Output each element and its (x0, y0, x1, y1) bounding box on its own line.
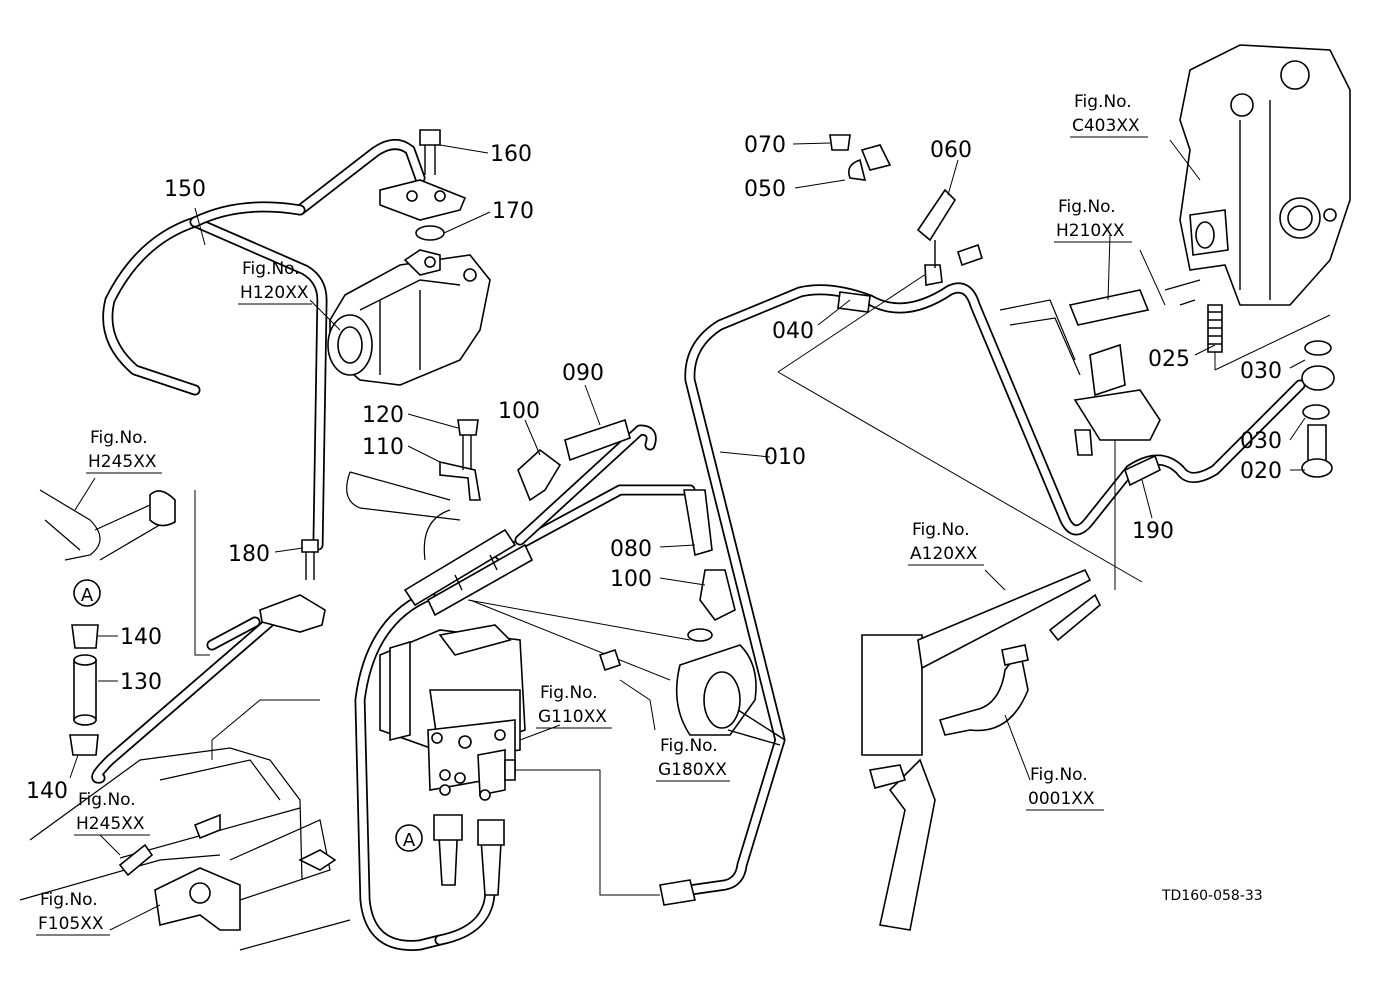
fig-ref-g110: Fig.No. G110XX (536, 683, 612, 729)
part-label-170: 170 (492, 199, 534, 224)
svg-text:H210XX: H210XX (1056, 221, 1125, 241)
fig-ref-f105: Fig.No. F105XX (36, 890, 110, 936)
pipe-150 (102, 139, 426, 551)
fig-ref-h245-lower: Fig.No. H245XX (74, 790, 150, 836)
svg-text:G180XX: G180XX (658, 760, 727, 780)
part-label-020: 020 (1240, 459, 1282, 484)
fig-ref-c403: Fig.No. C403XX (1070, 92, 1148, 138)
part-label-030-upper: 030 (1240, 359, 1282, 384)
part-label-130: 130 (120, 670, 162, 695)
pipe-190 (864, 282, 1306, 536)
quick-couplers (433, 814, 505, 896)
valve-body-c403 (1179, 44, 1351, 306)
part-label-110: 110 (362, 435, 404, 460)
svg-text:Fig.No.: Fig.No. (90, 428, 148, 448)
callout-a-upper: A (73, 579, 101, 607)
hydraulic-pump (327, 249, 491, 386)
part-label-100-upper: 100 (498, 399, 540, 424)
svg-text:Fig.No.: Fig.No. (40, 890, 98, 910)
callout-a-lower: A (395, 824, 423, 852)
svg-text:Fig.No.: Fig.No. (912, 520, 970, 540)
part-label-010: 010 (764, 445, 806, 470)
svg-text:G110XX: G110XX (538, 707, 607, 727)
svg-text:Fig.No.: Fig.No. (1030, 765, 1088, 785)
bracket-050-060 (829, 134, 983, 286)
drawing-code: TD160-058-33 (1161, 888, 1263, 904)
part-label-190: 190 (1132, 519, 1174, 544)
pipe-010 (684, 284, 876, 896)
part-label-140-lower: 140 (26, 779, 68, 804)
part-label-050: 050 (744, 177, 786, 202)
svg-text:0001XX: 0001XX (1028, 789, 1095, 809)
fitting-stack (659, 291, 1335, 906)
part-label-140-upper: 140 (120, 625, 162, 650)
part-label-040: 040 (772, 319, 814, 344)
part-label-150: 150 (164, 177, 206, 202)
bracket-h210 (1068, 289, 1161, 456)
fig-ref-g180: Fig.No. G180XX (656, 736, 730, 782)
part-label-025: 025 (1148, 347, 1190, 372)
fig-ref-h210: Fig.No. H210XX (1054, 197, 1132, 243)
bracket-180 (259, 539, 326, 633)
hose-loop (354, 589, 496, 951)
pedal-bracket (861, 568, 1101, 931)
fig-ref-h120: Fig.No. H120XX (238, 259, 312, 305)
part-label-080: 080 (610, 537, 652, 562)
svg-text:C403XX: C403XX (1072, 116, 1140, 136)
svg-text:Fig.No.: Fig.No. (242, 259, 300, 279)
frame-plate-f105 (118, 813, 337, 931)
hydraulic-cylinder (598, 628, 786, 746)
svg-text:Fig.No.: Fig.No. (540, 683, 598, 703)
part-label-030-lower: 030 (1240, 429, 1282, 454)
part-label-090: 090 (562, 361, 604, 386)
svg-text:A: A (403, 830, 416, 851)
svg-text:H245XX: H245XX (88, 452, 157, 472)
hose-upper (494, 424, 696, 561)
svg-text:Fig.No.: Fig.No. (1074, 92, 1132, 112)
control-valve (379, 624, 526, 801)
coupler-assembly (403, 418, 736, 622)
svg-text:Fig.No.: Fig.No. (660, 736, 718, 756)
hose-clamp-group (69, 490, 176, 756)
svg-text:Fig.No.: Fig.No. (78, 790, 136, 810)
fig-ref-h245-upper: Fig.No. H245XX (86, 428, 162, 474)
svg-text:F105XX: F105XX (38, 914, 104, 934)
svg-text:Fig.No.: Fig.No. (1058, 197, 1116, 217)
part-label-120: 120 (362, 403, 404, 428)
svg-text:A: A (81, 585, 94, 606)
svg-text:H245XX: H245XX (76, 814, 145, 834)
leader-lines (69, 139, 1306, 931)
fig-ref-a120: Fig.No. A120XX (908, 520, 984, 566)
svg-text:H120XX: H120XX (240, 283, 309, 303)
part-label-180: 180 (228, 542, 270, 567)
svg-text:A120XX: A120XX (910, 544, 978, 564)
fig-ref-0001: Fig.No. 0001XX (1026, 765, 1104, 811)
part-label-160: 160 (490, 142, 532, 167)
part-label-100-lower: 100 (610, 567, 652, 592)
part-label-060: 060 (930, 138, 972, 163)
frame-outline (19, 267, 1331, 951)
part-label-070: 070 (744, 133, 786, 158)
pipe-lower-left (91, 614, 278, 784)
